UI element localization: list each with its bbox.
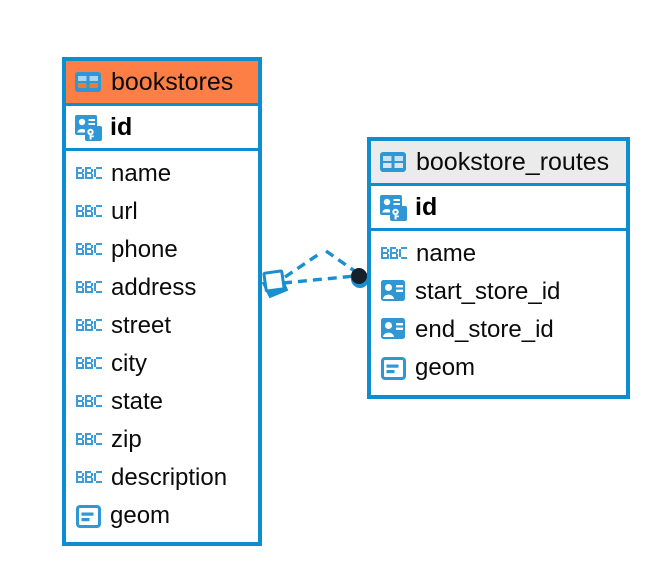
primary-key-label-bookstores: id (110, 112, 133, 141)
field-row-city[interactable]: city (66, 345, 258, 383)
abc-string-icon (76, 356, 102, 372)
primary-key-icon (380, 194, 407, 221)
relationship-dashed-lines (282, 249, 357, 285)
field-row-end-store-id[interactable]: end_store_id (371, 311, 626, 349)
abc-string-icon (76, 394, 102, 410)
field-list-bookstores: name (66, 151, 258, 535)
abc-string-icon (76, 432, 102, 448)
field-row-geom[interactable]: geom (371, 349, 626, 387)
abc-string-icon (76, 166, 102, 182)
primary-key-row-bookstores[interactable]: id (66, 106, 258, 151)
field-list-bookstore-routes: name start_store_id (371, 231, 626, 387)
field-row-description[interactable]: description (66, 459, 258, 497)
field-label: address (111, 274, 197, 301)
geometry-icon (76, 504, 101, 528)
relationship-line-upper-right (325, 249, 357, 274)
field-row-name[interactable]: name (66, 155, 258, 193)
primary-key-label-bookstore-routes: id (415, 192, 438, 221)
field-label: zip (111, 426, 142, 453)
field-row-name[interactable]: name (371, 235, 626, 273)
field-label: name (416, 240, 477, 267)
source-diamond-marker (261, 269, 289, 299)
relationship-line-middle (282, 274, 356, 285)
entity-table-bookstores[interactable]: bookstores id (62, 57, 262, 546)
field-label: end_store_id (415, 316, 554, 343)
field-label: state (111, 388, 164, 415)
field-label: description (111, 464, 228, 491)
geometry-icon (381, 356, 406, 380)
entity-header-bookstores[interactable]: bookstores (66, 61, 258, 106)
field-row-state[interactable]: state (66, 383, 258, 421)
foreign-key-icon (381, 317, 406, 343)
entity-table-bookstore-routes[interactable]: bookstore_routes id (367, 137, 630, 399)
field-row-phone[interactable]: phone (66, 231, 258, 269)
abc-string-icon (76, 242, 102, 258)
field-label: url (111, 198, 138, 225)
field-label: phone (111, 236, 178, 263)
field-row-street[interactable]: street (66, 307, 258, 345)
field-row-start-store-id[interactable]: start_store_id (371, 273, 626, 311)
abc-string-icon (76, 280, 102, 296)
entity-title-bookstores: bookstores (111, 67, 234, 96)
relationship-line-upper-left (284, 250, 323, 279)
field-label: street (111, 312, 172, 339)
field-row-address[interactable]: address (66, 269, 258, 307)
abc-string-icon (76, 470, 102, 486)
entity-title-bookstore-routes: bookstore_routes (416, 147, 610, 176)
abc-string-icon (76, 318, 102, 334)
field-label: geom (110, 502, 171, 529)
entity-header-bookstore-routes[interactable]: bookstore_routes (371, 141, 626, 186)
foreign-key-icon (381, 279, 406, 305)
field-row-geom[interactable]: geom (66, 497, 258, 535)
field-label: geom (415, 354, 476, 381)
field-label: name (111, 160, 172, 187)
field-label: start_store_id (415, 278, 561, 305)
table-icon (380, 152, 406, 172)
field-label: city (111, 350, 147, 377)
abc-string-icon (381, 246, 407, 262)
field-row-url[interactable]: url (66, 193, 258, 231)
table-icon (75, 72, 101, 92)
field-row-zip[interactable]: zip (66, 421, 258, 459)
primary-key-row-bookstore-routes[interactable]: id (371, 186, 626, 231)
abc-string-icon (76, 204, 102, 220)
primary-key-icon (75, 114, 102, 141)
